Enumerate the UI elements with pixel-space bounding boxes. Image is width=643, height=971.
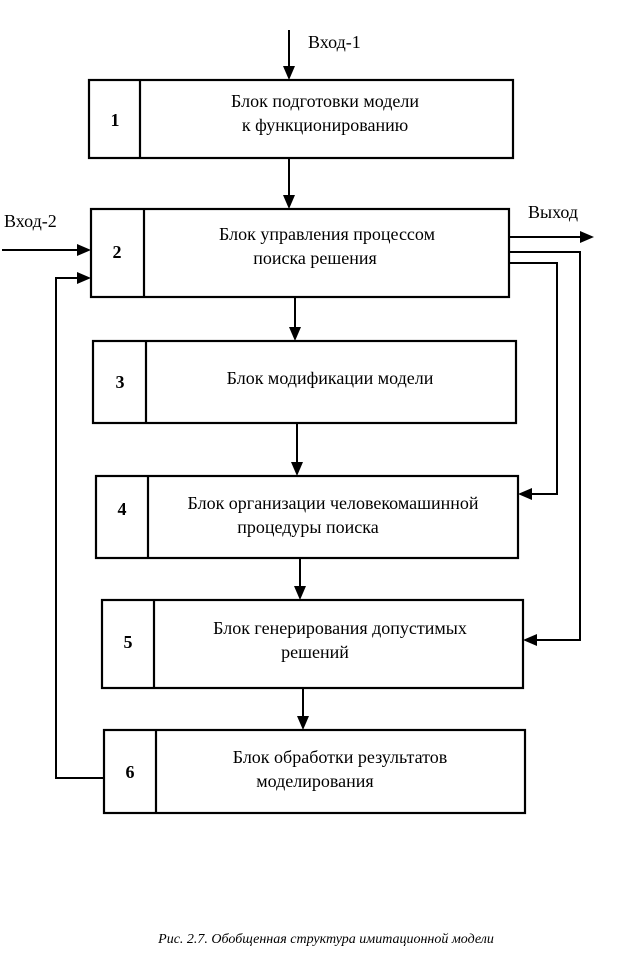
block-4-label-line2: процедуры поиска: [237, 517, 379, 537]
block-3-number: 3: [116, 372, 125, 392]
block-4: 4 Блок организации человекомашинной проц…: [94, 474, 520, 560]
block-3-label-line1: Блок модификации модели: [227, 368, 434, 388]
input-1-label: Вход-1: [308, 32, 361, 52]
feedback-2-to-5: [509, 251, 581, 646]
block-5-number: 5: [124, 632, 133, 652]
block-1-label-line2: к функционированию: [242, 115, 408, 135]
output-label: Выход: [528, 202, 578, 222]
output-arrow: [509, 231, 594, 243]
block-5-label-line1: Блок генерирования допустимых: [213, 618, 467, 638]
arrow-2-to-3: [289, 297, 301, 341]
arrow-5-to-6: [297, 688, 309, 730]
block-2-number: 2: [113, 242, 122, 262]
input-2-label: Вход-2: [4, 211, 57, 231]
figure-caption: Рис. 2.7. Обобщенная структура имитацион…: [157, 932, 494, 947]
block-2: 2 Блок управления процессом поиска решен…: [89, 207, 511, 299]
arrow-4-to-5: [294, 558, 306, 600]
block-5: 5 Блок генерирования допустимых решений: [100, 598, 525, 690]
block-3: 3 Блок модификации модели: [91, 339, 518, 425]
block-1-label-line1: Блок подготовки модели: [231, 91, 419, 111]
block-6-number: 6: [126, 762, 135, 782]
block-5-label-line2: решений: [281, 642, 349, 662]
block-2-label-line2: поиска решения: [253, 248, 377, 268]
block-6: 6 Блок обработки результатов моделирован…: [102, 728, 527, 815]
block-6-label-line2: моделирования: [256, 771, 373, 791]
block-1-number: 1: [111, 110, 120, 130]
feedback-6-to-2: [55, 272, 104, 779]
arrow-1-to-2: [283, 158, 295, 209]
input-2-arrow: [2, 244, 91, 256]
block-4-label-line1: Блок организации человекомашинной: [187, 493, 478, 513]
feedback-2-to-4: [509, 262, 558, 500]
block-2-label-line1: Блок управления процессом: [219, 224, 435, 244]
block-6-label-line1: Блок обработки результатов: [233, 747, 448, 767]
input-1-arrow: [283, 30, 295, 80]
arrow-3-to-4: [291, 423, 303, 476]
block-4-number: 4: [118, 499, 127, 519]
block-1: 1 Блок подготовки модели к функционирова…: [87, 78, 515, 160]
